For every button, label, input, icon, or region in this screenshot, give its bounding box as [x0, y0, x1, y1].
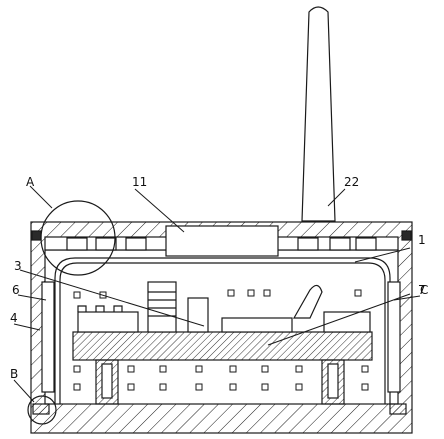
- screw-left: [32, 403, 50, 415]
- screw-right: [389, 403, 407, 415]
- label-B: B: [10, 367, 19, 381]
- connector-1: [66, 237, 88, 251]
- corner-block-left: [31, 230, 42, 241]
- connector-6: [355, 237, 377, 251]
- side-column-left: [41, 281, 55, 393]
- square-grid: [73, 289, 369, 391]
- label-22: 22: [344, 175, 360, 189]
- connector-5: [329, 237, 351, 251]
- label-6: 6: [12, 283, 20, 297]
- leader-lines: [13, 185, 421, 403]
- label-4: 4: [10, 311, 18, 325]
- antenna-mast: [301, 6, 336, 222]
- component-coil: [147, 281, 177, 333]
- component-right: [323, 311, 371, 333]
- label-A: A: [26, 175, 35, 189]
- side-column-right: [387, 281, 401, 393]
- label-7: 7: [418, 283, 426, 297]
- circuit-board: [72, 331, 373, 361]
- label-3: 3: [14, 259, 22, 273]
- label-11: 11: [132, 175, 148, 189]
- component-teeth: [77, 305, 123, 312]
- component-module: [221, 317, 293, 333]
- inner-frame: [54, 257, 391, 404]
- component-block-left: [77, 311, 139, 333]
- connector-2: [95, 237, 117, 251]
- connector-4: [297, 237, 319, 251]
- label-1: 1: [418, 233, 426, 247]
- display-window: [165, 225, 279, 257]
- corner-block-right: [401, 230, 412, 241]
- detail-circle-A: [40, 200, 116, 276]
- label-C: C: [420, 283, 429, 297]
- component-chip: [187, 297, 209, 333]
- component-arm: [292, 284, 323, 319]
- detail-circle-B: [27, 395, 57, 425]
- inner-frame-2: [59, 262, 386, 404]
- connector-3: [125, 237, 147, 251]
